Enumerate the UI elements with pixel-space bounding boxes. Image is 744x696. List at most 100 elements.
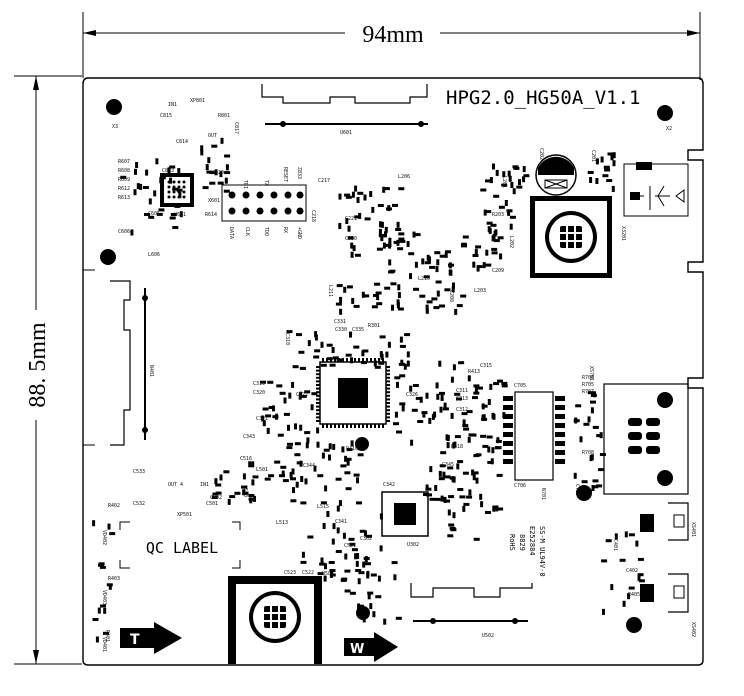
smd-pad bbox=[595, 178, 599, 184]
smd-pad bbox=[431, 297, 438, 301]
smd-pad bbox=[209, 171, 216, 175]
smd-pad bbox=[391, 304, 394, 311]
speaker-pad-icon: X3201 bbox=[530, 196, 626, 278]
r403-label: R403 bbox=[108, 576, 120, 582]
c208-label: C208 bbox=[448, 290, 454, 302]
smd-pad bbox=[314, 349, 321, 353]
smd-pad bbox=[338, 223, 342, 229]
c402-label: C402 bbox=[626, 568, 638, 574]
smd-pad bbox=[473, 384, 480, 388]
smd-pad bbox=[148, 215, 155, 219]
smd-pad bbox=[298, 350, 305, 354]
smd-pad bbox=[444, 251, 448, 258]
smd-pad bbox=[380, 221, 384, 228]
smd-pad bbox=[461, 242, 467, 246]
smd-pad bbox=[292, 487, 295, 494]
smd-pad bbox=[349, 331, 352, 338]
smd-pad bbox=[487, 446, 491, 453]
smd-pad bbox=[379, 513, 383, 520]
smd-pad bbox=[490, 223, 497, 227]
smd-pad bbox=[350, 440, 354, 447]
qc-label-text: QC LABEL bbox=[146, 539, 218, 557]
c302-label: C302 bbox=[360, 536, 372, 542]
smd-pad bbox=[447, 534, 454, 538]
smd-pad bbox=[610, 154, 614, 161]
c313-label: C313 bbox=[456, 396, 468, 402]
c330-label: C330 bbox=[335, 327, 347, 333]
smd-pad bbox=[395, 616, 402, 620]
xs701-connector: XS701 bbox=[588, 366, 689, 495]
smd-pad bbox=[332, 356, 339, 360]
r410-label: R410 bbox=[346, 446, 358, 452]
smd-pad bbox=[598, 468, 605, 472]
smd-pad bbox=[480, 434, 487, 438]
smd-pad bbox=[587, 391, 594, 395]
smd-pad bbox=[497, 507, 504, 511]
smd-pad bbox=[446, 442, 450, 449]
c344-label: C344 bbox=[303, 463, 315, 469]
smd-pad bbox=[380, 235, 384, 242]
smd-pad bbox=[179, 211, 183, 218]
smd-pad bbox=[602, 608, 605, 615]
smd-pad bbox=[220, 137, 224, 144]
smd-pad bbox=[158, 208, 165, 212]
r612-label: R612 bbox=[118, 186, 130, 192]
right-arrow-icon: T bbox=[120, 622, 182, 654]
smd-pad bbox=[322, 523, 326, 529]
smd-pad bbox=[399, 239, 406, 243]
n401-label: N401 bbox=[148, 365, 154, 377]
width-label: 94mm bbox=[362, 22, 424, 48]
smd-pad bbox=[394, 376, 401, 380]
smd-pad bbox=[518, 179, 521, 186]
smd-pad bbox=[493, 194, 500, 198]
mounting-hole-icon bbox=[355, 437, 369, 451]
r402-label: R402 bbox=[108, 503, 120, 509]
smd-pad bbox=[214, 478, 218, 485]
left-connector: N401 bbox=[110, 280, 154, 446]
ic-chip-icon bbox=[316, 358, 390, 428]
smd-pad bbox=[409, 385, 413, 392]
smd-pad bbox=[321, 452, 325, 459]
smd-pad bbox=[304, 478, 308, 485]
smd-pad bbox=[314, 331, 318, 338]
smd-pad bbox=[454, 308, 458, 315]
smd-pad bbox=[461, 412, 468, 416]
smd-pad bbox=[169, 216, 176, 220]
smd-pad bbox=[350, 357, 353, 364]
smd-pad bbox=[409, 273, 412, 280]
smd-pad bbox=[366, 534, 372, 538]
c813-label: C813 bbox=[162, 168, 174, 174]
smd-pad bbox=[251, 479, 255, 486]
smd-pad bbox=[298, 393, 302, 400]
smd-pad bbox=[472, 396, 478, 400]
smd-pad bbox=[622, 600, 626, 607]
c320-label: C320 bbox=[253, 390, 265, 396]
smd-pad bbox=[414, 261, 418, 268]
smd-pad bbox=[310, 404, 314, 411]
smd-pad bbox=[438, 477, 445, 481]
smd-pad bbox=[509, 215, 516, 219]
smd-pad bbox=[472, 254, 479, 257]
smd-pad bbox=[378, 361, 385, 365]
smd-pad bbox=[475, 245, 482, 249]
smd-pad bbox=[637, 575, 641, 581]
l606-label: L606 bbox=[148, 252, 160, 258]
smd-pad bbox=[444, 288, 451, 292]
smd-pad bbox=[439, 406, 443, 413]
smd-pad bbox=[347, 225, 351, 232]
r418-label: R418 bbox=[451, 444, 463, 450]
smd-pad bbox=[504, 200, 508, 206]
smd-pad bbox=[345, 353, 352, 357]
smd-pad bbox=[458, 361, 465, 365]
smd-pad bbox=[399, 374, 406, 378]
smd-pad bbox=[396, 239, 400, 246]
smd-pad bbox=[398, 362, 405, 366]
smd-pad bbox=[400, 359, 404, 366]
c606-label: C606 bbox=[118, 229, 130, 235]
c532-label: C532 bbox=[133, 501, 145, 507]
smd-pad bbox=[475, 477, 479, 484]
u502-label: U502 bbox=[482, 633, 494, 639]
smd-pad bbox=[234, 491, 241, 495]
smd-pad bbox=[299, 424, 303, 431]
l206-label: L206 bbox=[398, 174, 410, 180]
